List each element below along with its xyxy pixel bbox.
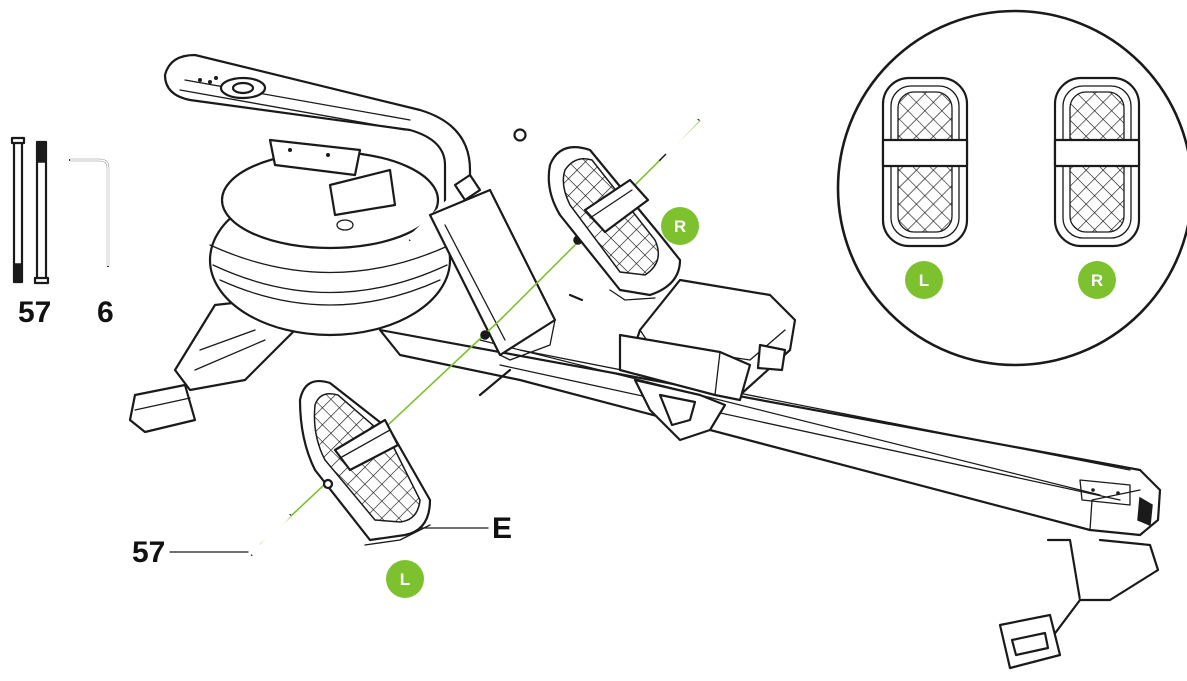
pedal-letter-label: E bbox=[492, 512, 512, 545]
footrest-post bbox=[428, 188, 584, 397]
seat bbox=[618, 278, 797, 442]
hardware-parts: 57 6 bbox=[10, 136, 114, 329]
main-rail bbox=[378, 328, 1162, 537]
detail-right-pedal bbox=[1053, 76, 1141, 248]
bolt-part-number: 57 bbox=[18, 296, 51, 329]
pointer-bolt-number: 57 bbox=[132, 536, 165, 569]
handle-bar bbox=[407, 128, 527, 243]
svg-text:R: R bbox=[674, 217, 686, 236]
rear-stabilizer bbox=[998, 538, 1160, 670]
bolt-icon bbox=[10, 136, 26, 284]
detail-right-badge: R bbox=[1078, 261, 1116, 299]
svg-text:L: L bbox=[919, 271, 929, 290]
bolt-icon bbox=[33, 140, 50, 285]
water-tank bbox=[208, 150, 452, 337]
rower-frame bbox=[128, 53, 1162, 670]
detail-left-badge: L bbox=[905, 261, 943, 299]
left-pedal bbox=[298, 379, 432, 546]
svg-text:L: L bbox=[400, 570, 410, 589]
bolt-icon bbox=[658, 118, 700, 162]
allen-key-part-number: 6 bbox=[97, 296, 114, 329]
right-pedal bbox=[547, 146, 682, 301]
detail-left-pedal bbox=[881, 76, 969, 248]
allen-key-icon bbox=[68, 158, 110, 268]
left-pedal-badge: L bbox=[386, 560, 424, 598]
svg-text:R: R bbox=[1091, 271, 1103, 290]
pedal-detail-inset: L R bbox=[836, 9, 1187, 367]
right-pedal-badge: R bbox=[661, 207, 699, 245]
bolt-icon bbox=[250, 513, 292, 557]
